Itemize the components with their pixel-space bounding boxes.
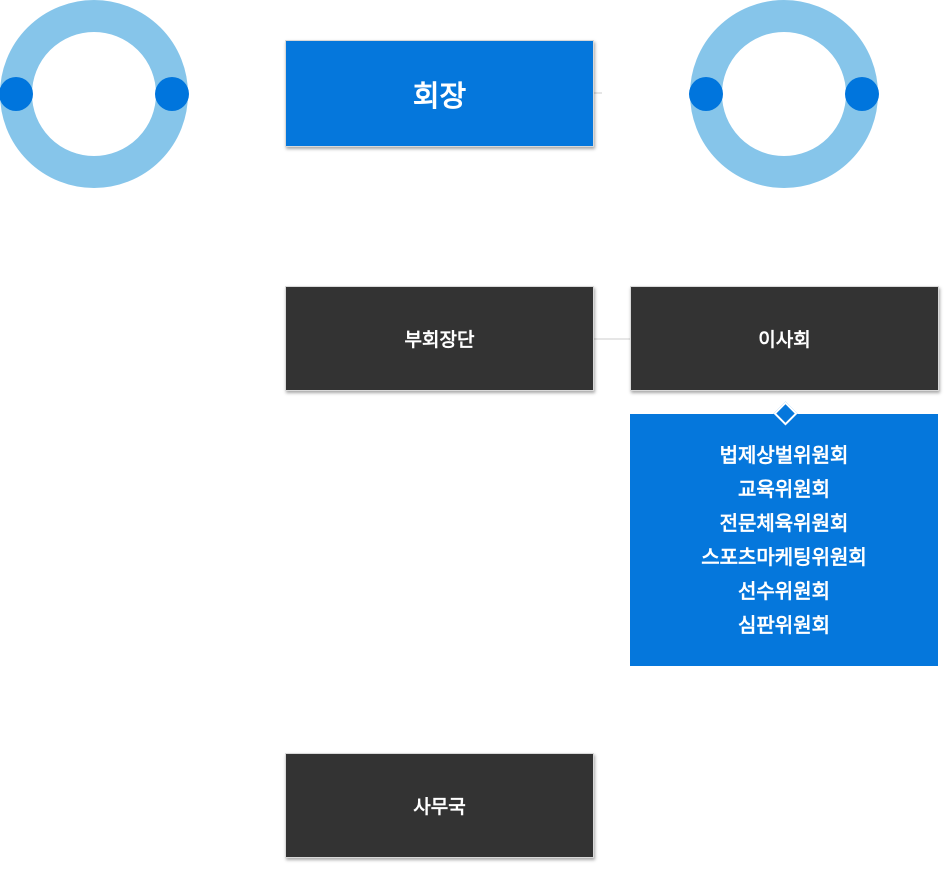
decorative-ring-left xyxy=(0,0,189,188)
vice-chairmen-box: 부회장단 xyxy=(285,286,594,391)
ring-dot-left xyxy=(689,77,723,111)
decorative-ring-right xyxy=(689,0,879,188)
ring-dot-left xyxy=(0,77,33,111)
ring-dot-right xyxy=(845,77,879,111)
board-label: 이사회 xyxy=(758,329,811,351)
committee-item: 교육위원회 xyxy=(738,477,830,501)
board-box: 이사회 xyxy=(630,286,939,391)
committee-item: 법제상벌위원회 xyxy=(719,443,849,467)
secretariat-label: 사무국 xyxy=(413,796,466,818)
committees-panel: 법제상벌위원회 교육위원회 전문체육위원회 스포츠마케팅위원회 선수위원회 심판… xyxy=(630,414,938,666)
committee-item: 스포츠마케팅위원회 xyxy=(701,545,867,569)
committee-item: 심판위원회 xyxy=(738,613,830,637)
secretariat-box: 사무국 xyxy=(285,753,594,858)
connector-line xyxy=(594,92,602,94)
committee-item: 선수위원회 xyxy=(738,579,830,603)
chairman-label: 회장 xyxy=(412,78,467,113)
ring-dot-right xyxy=(155,77,189,111)
chairman-box: 회장 xyxy=(285,40,594,147)
vice-chairmen-label: 부회장단 xyxy=(404,329,475,351)
committee-item: 전문체육위원회 xyxy=(719,511,849,535)
connector-line xyxy=(594,338,630,340)
